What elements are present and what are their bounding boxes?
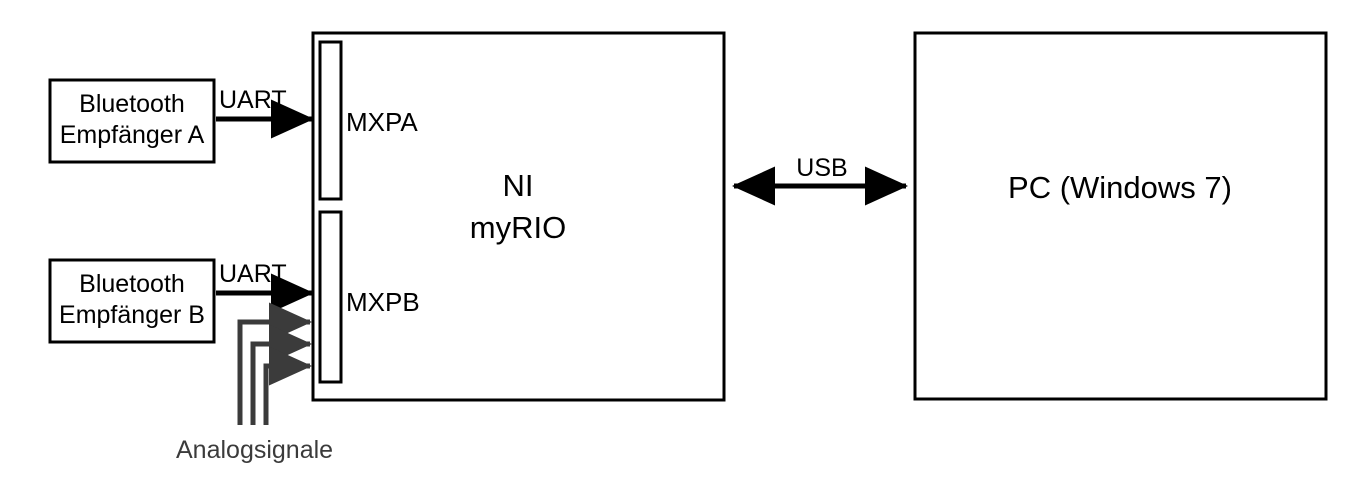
uart-a-connection: UART: [216, 86, 315, 139]
myrio-label-line2: myRIO: [470, 210, 566, 245]
myrio-connector-mxpa-label: MXPA: [346, 107, 418, 137]
analog-signals-label: Analogsignale: [176, 436, 333, 464]
bluetooth-receiver-a-block[interactable]: Bluetooth Empfänger A: [48, 78, 216, 164]
bluetooth-a-label-line2: Empfänger A: [60, 121, 205, 149]
myrio-connector-mxpb: [318, 210, 343, 384]
myrio-block[interactable]: MXPA MXPB NI myRIO: [311, 31, 726, 402]
analog-signal-arrow-3: [263, 346, 313, 425]
bluetooth-b-label-line2: Empfänger B: [59, 301, 205, 329]
pc-box: [913, 31, 1328, 401]
analog-signal-arrow-1: [237, 302, 313, 425]
bluetooth-a-box: [48, 78, 216, 164]
usb-label: USB: [796, 154, 847, 182]
analog-signals-connection: Analogsignale: [176, 302, 333, 464]
uart-a-label: UART: [219, 86, 287, 114]
analog-signal-arrow-2: [250, 324, 313, 425]
uart-b-connection: UART: [216, 260, 315, 313]
myrio-connector-mxpa: [318, 40, 343, 201]
pc-block[interactable]: PC (Windows 7): [913, 31, 1328, 401]
pc-label: PC (Windows 7): [1008, 170, 1232, 205]
uart-b-label: UART: [219, 260, 287, 288]
myrio-label-line1: NI: [503, 168, 534, 203]
bluetooth-b-box: [48, 258, 216, 344]
myrio-connector-mxpb-label: MXPB: [346, 287, 420, 317]
bluetooth-a-label-line1: Bluetooth: [79, 90, 185, 118]
myrio-box: [311, 31, 726, 402]
usb-connection: USB: [731, 154, 909, 206]
bluetooth-receiver-b-block[interactable]: Bluetooth Empfänger B: [48, 258, 216, 344]
bluetooth-b-label-line1: Bluetooth: [79, 270, 185, 298]
